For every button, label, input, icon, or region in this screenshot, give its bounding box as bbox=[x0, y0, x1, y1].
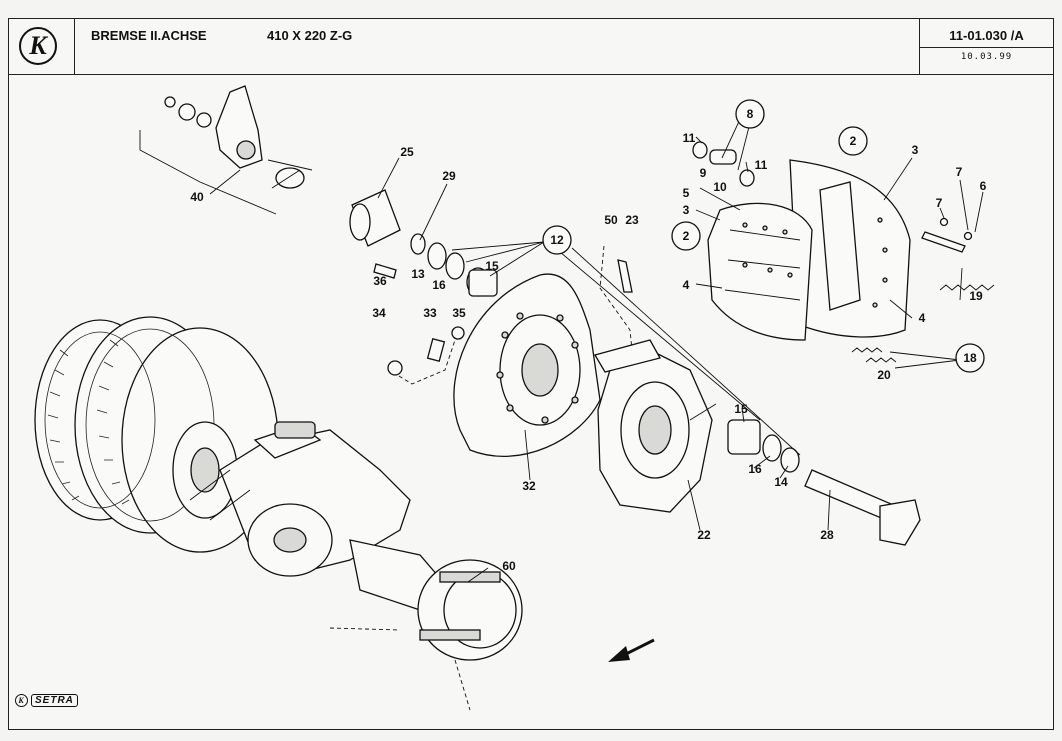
callout-32: 32 bbox=[522, 479, 536, 493]
size-spec: 410 X 220 Z-G bbox=[267, 28, 353, 43]
axle-housing bbox=[189, 421, 451, 611]
callout-circles bbox=[542, 99, 985, 373]
springs-and-pins bbox=[851, 217, 995, 363]
callout-15-upper: 15 bbox=[485, 259, 499, 273]
callout-25: 25 bbox=[400, 145, 414, 159]
setra-k-icon: K bbox=[15, 694, 28, 707]
arrow-down-left-icon bbox=[608, 638, 655, 662]
callout-29: 29 bbox=[442, 169, 456, 183]
footer-brand: K SETRA bbox=[15, 694, 78, 707]
brake-shoe-assembly bbox=[707, 159, 911, 341]
callout-50: 50 bbox=[604, 213, 618, 227]
callout-4-right: 4 bbox=[919, 311, 926, 325]
callout-5: 5 bbox=[683, 186, 690, 200]
roller-parts bbox=[692, 141, 755, 187]
callout-40: 40 bbox=[190, 190, 204, 204]
callout-9: 9 bbox=[700, 166, 707, 180]
callout-23: 23 bbox=[625, 213, 639, 227]
callout-labels: 2 2 8 12 18 3 3 4 4 5 6 7 7 9 10 11 11 1… bbox=[190, 107, 986, 573]
camshaft-bushing-parts bbox=[349, 189, 498, 297]
callout-33: 33 bbox=[423, 306, 437, 320]
callout-3-left: 3 bbox=[683, 203, 690, 217]
callout-36: 36 bbox=[373, 274, 387, 288]
callout-8: 8 bbox=[747, 107, 754, 121]
callout-7-top: 7 bbox=[956, 165, 963, 179]
callout-15-lower: 15 bbox=[734, 402, 748, 416]
callout-13: 13 bbox=[411, 267, 425, 281]
callout-11-left: 11 bbox=[683, 131, 696, 145]
callout-19: 19 bbox=[969, 289, 983, 303]
callout-12: 12 bbox=[550, 233, 564, 247]
callout-11-right: 11 bbox=[755, 158, 768, 172]
kaessbohrer-logo: K bbox=[19, 27, 57, 65]
callout-3-top: 3 bbox=[912, 143, 919, 157]
callout-14: 14 bbox=[774, 475, 788, 489]
logo-cell: K bbox=[9, 19, 75, 75]
doc-divider bbox=[920, 47, 1053, 48]
brake-drum-assembly bbox=[329, 559, 523, 711]
callout-16-upper: 16 bbox=[432, 278, 446, 292]
callout-20: 20 bbox=[877, 368, 891, 382]
callout-16-lower: 16 bbox=[748, 462, 762, 476]
dust-shield bbox=[453, 273, 601, 457]
callout-4-left: 4 bbox=[683, 278, 690, 292]
callout-6: 6 bbox=[980, 179, 987, 193]
title-block: K BREMSE II.ACHSE 410 X 220 Z-G 11-01.03… bbox=[9, 19, 1053, 75]
anchor-bracket bbox=[594, 339, 717, 513]
callout-22: 22 bbox=[697, 528, 711, 542]
slack-adjuster-group bbox=[139, 85, 313, 215]
camshaft-group bbox=[727, 419, 921, 546]
doc-date: 10.03.99 bbox=[960, 52, 1013, 62]
callout-28: 28 bbox=[820, 528, 834, 542]
callout-60: 60 bbox=[502, 559, 516, 573]
doc-number: 11-01.030 /A bbox=[949, 28, 1024, 43]
callout-7-lower: 7 bbox=[936, 196, 943, 210]
callout-35: 35 bbox=[452, 306, 466, 320]
callout-2-top: 2 bbox=[850, 134, 857, 148]
callout-10: 10 bbox=[713, 180, 727, 194]
drawing-title: BREMSE II.ACHSE bbox=[91, 28, 207, 43]
callout-18: 18 bbox=[963, 351, 977, 365]
callout-2-left: 2 bbox=[683, 229, 690, 243]
doc-cell: 11-01.030 /A 10.03.99 bbox=[919, 19, 1053, 75]
callout-34: 34 bbox=[372, 306, 386, 320]
setra-wordmark: SETRA bbox=[31, 694, 78, 707]
mounting-small-parts bbox=[387, 245, 633, 385]
